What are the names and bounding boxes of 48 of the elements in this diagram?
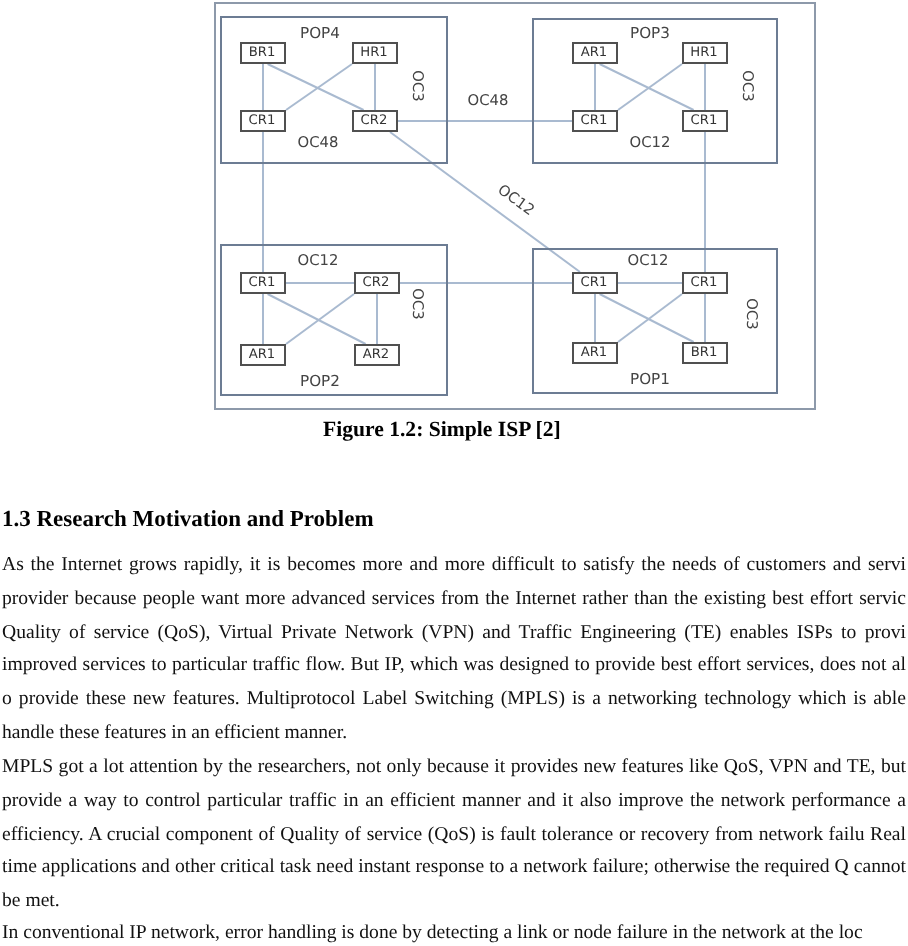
- router-box: [351, 109, 397, 131]
- link-line: [617, 293, 683, 343]
- link-line: [598, 293, 695, 343]
- link-line: [262, 293, 264, 345]
- paragraph: MPLS got a lot attention by the researchers, not only because it provides new features like QoS, VPN and TE, but provide a way to control particular traffic in an efficient manner and it also improve the network performance a efficiency. A crucial component of Quality of service (QoS) is fault tolerance or recovery from network failu Real time applications and other critical task need instant response to a network failure; otherwise the required Q cannot be met.: [2, 754, 906, 917]
- link-line: [285, 63, 353, 111]
- router-box: [571, 271, 617, 293]
- group-box: [220, 16, 448, 164]
- router-box: [681, 109, 727, 131]
- group-box: [532, 248, 778, 394]
- figure-caption: Figure 1.2: Simple ISP [2]: [323, 418, 561, 444]
- link-line: [389, 131, 581, 273]
- link-line: [617, 282, 683, 284]
- group-box: [532, 18, 778, 164]
- group-box: [220, 244, 448, 396]
- paragraph: In conventional IP network, error handling is done by detecting a link or node failure in the network at the loc: [2, 920, 865, 946]
- router-box: [239, 109, 285, 131]
- router-box: [353, 271, 399, 293]
- router-box: [351, 41, 397, 63]
- link-line: [285, 293, 355, 345]
- link-line: [594, 293, 596, 343]
- link-line: [376, 293, 378, 345]
- link-line: [266, 293, 367, 345]
- router-box: [353, 343, 399, 365]
- link-line: [374, 63, 376, 111]
- paragraph: As the Internet grows rapidly, it is becomes more and more difficult to satisfy the needs of customers and servi provider because people want more advanced services from the Internet rather than the existing best effort servic Quality of service (QoS), Virtual Private Network (VPN) and Traffic Engineering (TE) enables ISPs to provi improved services to particular traffic flow. But IP, which was designed to provide best effort services, does not al o provide these new features. Multiprotocol Label Switching (MPLS) is a networking technology which is able handle these features in an efficient manner.: [2, 552, 906, 748]
- router-box: [571, 41, 617, 63]
- router-box: [681, 341, 727, 363]
- link-line: [617, 63, 683, 111]
- link-line: [262, 131, 264, 273]
- router-box: [239, 271, 285, 293]
- link-line: [266, 63, 365, 111]
- router-box: [571, 341, 617, 363]
- link-line: [262, 63, 264, 111]
- router-box: [681, 271, 727, 293]
- section-heading: 1.3 Research Motivation and Problem: [2, 508, 374, 536]
- link-line: [704, 131, 706, 273]
- router-box: [681, 41, 727, 63]
- link-line: [598, 63, 695, 111]
- link-line: [399, 282, 573, 284]
- router-box: [571, 109, 617, 131]
- link-line: [285, 282, 355, 284]
- router-box: [239, 41, 285, 63]
- link-line: [594, 63, 596, 111]
- link-line: [704, 293, 706, 343]
- router-box: [239, 343, 285, 365]
- link-line: [704, 63, 706, 111]
- link-line: [397, 120, 573, 122]
